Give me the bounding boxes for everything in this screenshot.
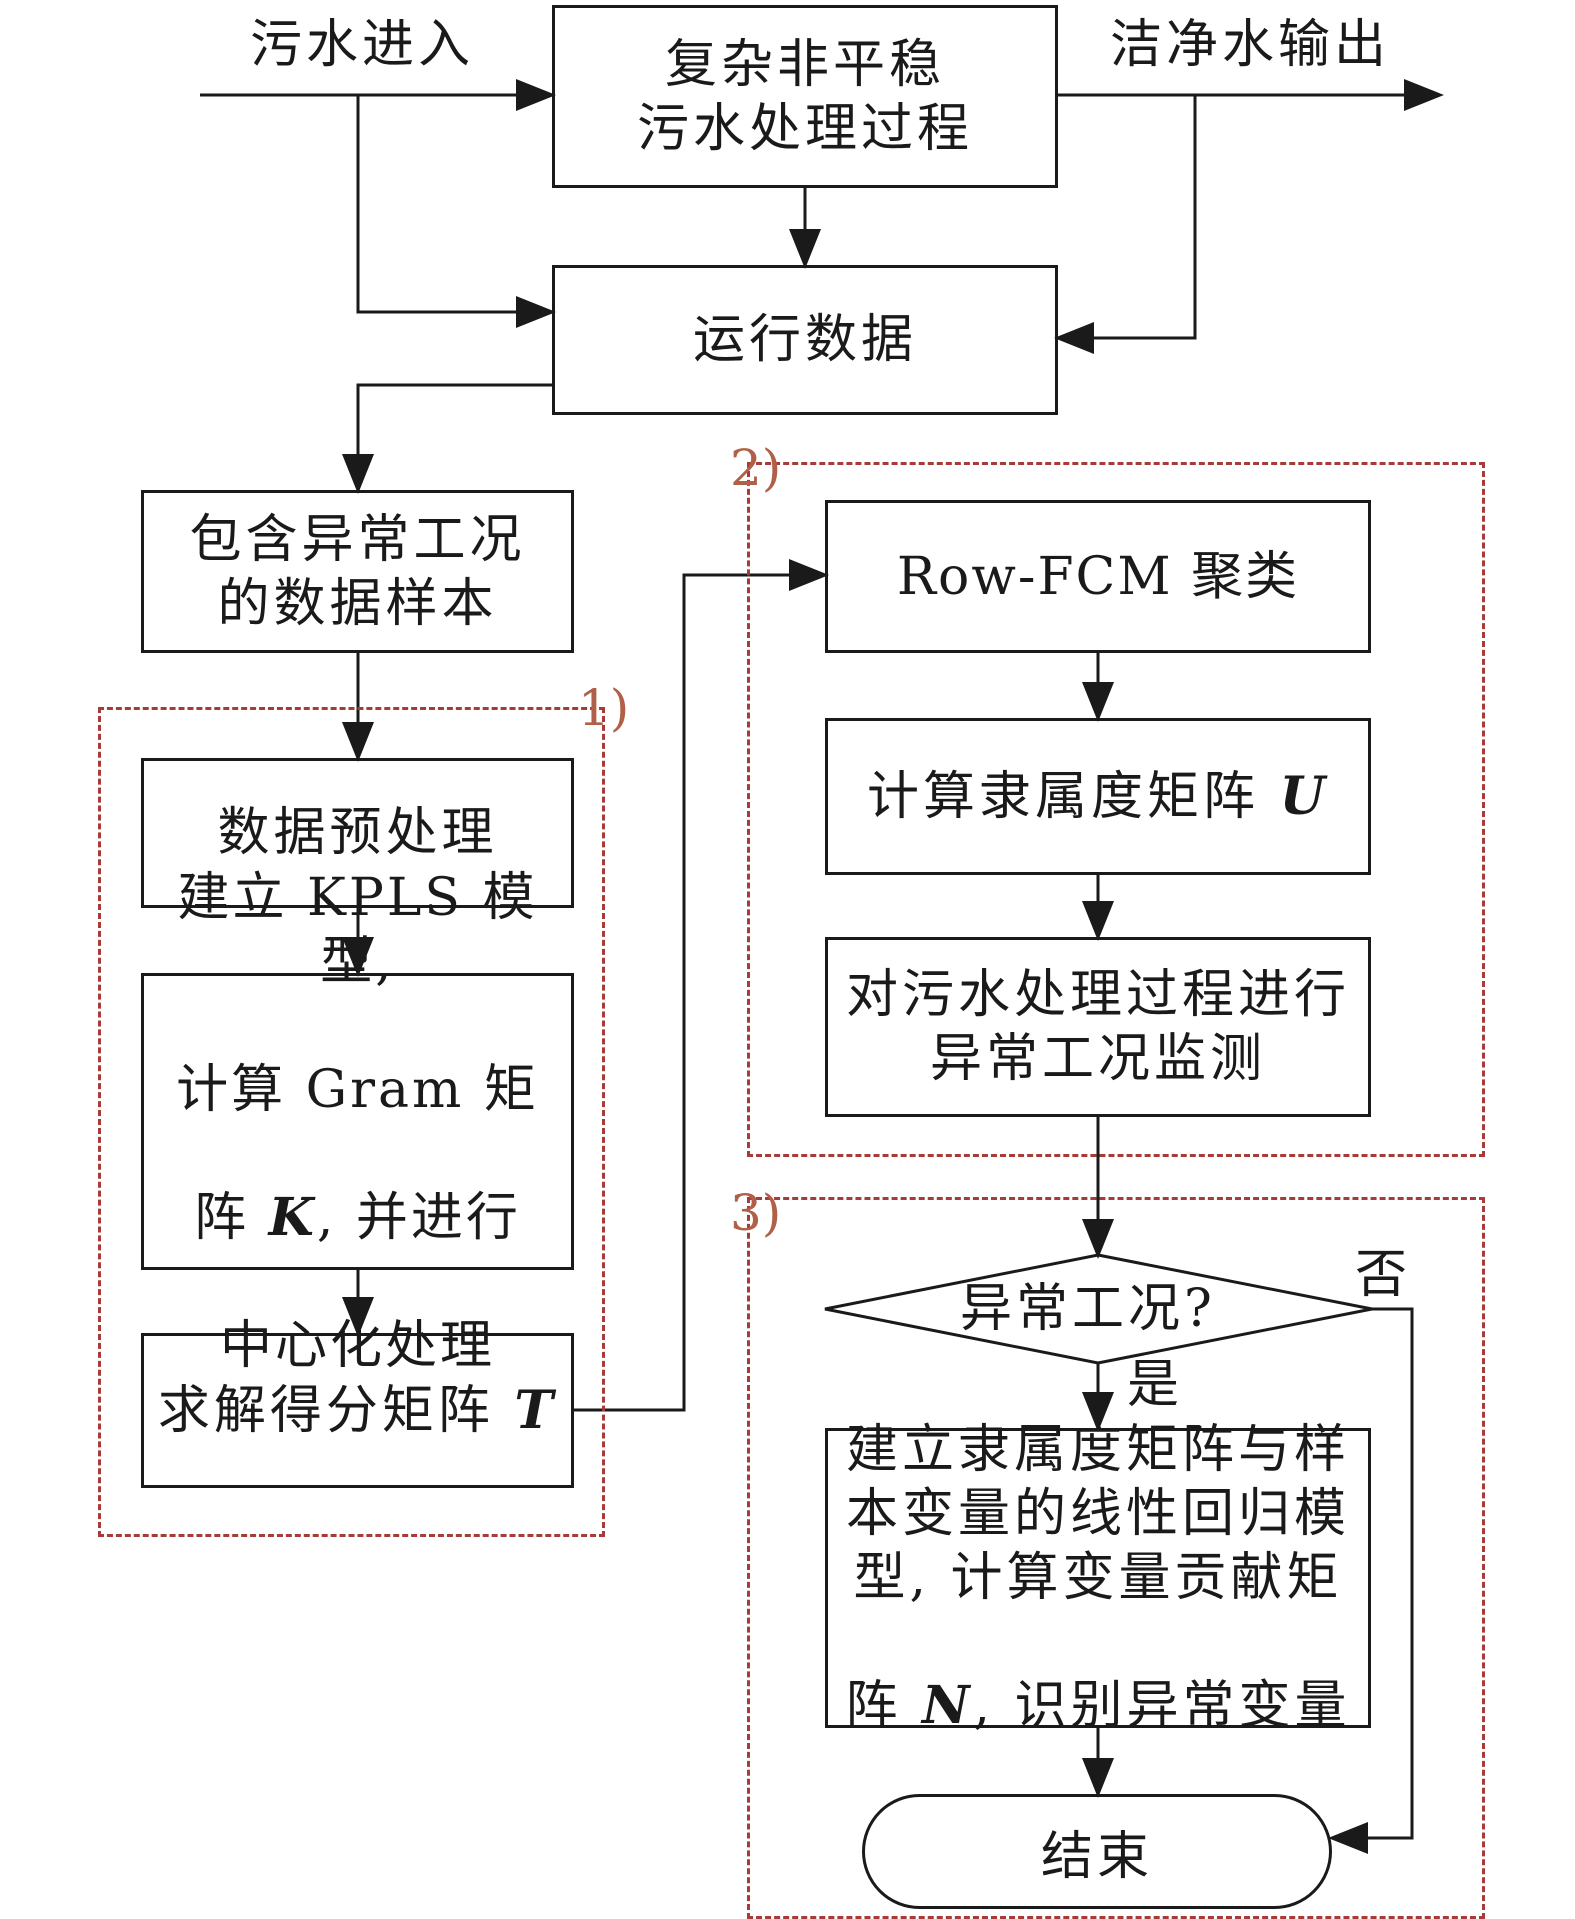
- decision-diamond: [824, 1253, 1373, 1365]
- rowfcm-text: Row-FCM 聚类: [896, 546, 1300, 607]
- monitor-text: 对污水处理过程进行 异常工况监测: [845, 965, 1350, 1089]
- samples-text: 包含异常工况 的数据样本: [189, 509, 526, 634]
- run-data-box: 运行数据: [552, 265, 1058, 415]
- process-text: 复杂非平稳 污水处理过程: [636, 34, 973, 159]
- rowfcm-box: Row-FCM 聚类: [825, 500, 1371, 653]
- regression-last-line: 阵 N, 识别异常变量: [845, 1674, 1350, 1738]
- clean-out-label: 洁净水输出: [1110, 15, 1391, 75]
- matrix-t: T: [514, 1379, 558, 1441]
- arrow-data-to-samples: [342, 383, 552, 494]
- membership-box: 计算隶属度矩阵 U: [825, 718, 1371, 875]
- kpls-box: 建立 KPLS 模型, 计算 Gram 矩 阵 K, 并进行 中心化处理: [141, 868, 574, 1376]
- sewage-in-label: 污水进入: [250, 15, 475, 75]
- preprocess-box: 数据预处理: [141, 758, 574, 908]
- region-3-label: 3): [730, 1184, 782, 1242]
- matrix-n: N: [921, 1675, 974, 1736]
- score-text: 求解得分矩阵 T: [158, 1379, 557, 1443]
- end-text: 结束: [1040, 1827, 1153, 1887]
- matrix-u: U: [1279, 765, 1329, 827]
- run-data-text: 运行数据: [692, 310, 917, 370]
- process-box: 复杂非平稳 污水处理过程: [552, 5, 1058, 188]
- end-terminal: 结束: [862, 1794, 1332, 1909]
- no-label: 否: [1355, 1245, 1412, 1305]
- yes-label: 是: [1127, 1355, 1184, 1415]
- regression-last-suffix: , 识别异常变量: [973, 1676, 1351, 1736]
- membership-text-main: 计算隶属度矩阵: [867, 766, 1280, 827]
- regression-lines: 建立隶属度矩阵与样 本变量的线性回归模 型, 计算变量贡献矩: [845, 1420, 1350, 1608]
- arrow-outflow-to-data: [1054, 95, 1197, 354]
- matrix-k: K: [268, 1186, 317, 1248]
- samples-box: 包含异常工况 的数据样本: [141, 490, 574, 653]
- membership-text: 计算隶属度矩阵 U: [867, 765, 1329, 829]
- region-1-label: 1): [578, 679, 630, 737]
- kpls-line-1: 建立 KPLS 模型,: [177, 867, 538, 992]
- region-1-box: [98, 707, 605, 1537]
- arrow-score-to-rowfcm: [573, 559, 829, 1412]
- arrow-no-to-end: [1328, 1307, 1414, 1854]
- kpls-text: 建立 KPLS 模型, 计算 Gram 矩 阵 K, 并进行 中心化处理: [144, 802, 571, 1442]
- kpls-line-3-prefix: 阵: [194, 1187, 269, 1248]
- region-2-label: 2): [730, 439, 782, 497]
- score-text-main: 求解得分矩阵: [157, 1380, 515, 1441]
- kpls-line-4: 中心化处理: [219, 1315, 495, 1376]
- score-box: 求解得分矩阵 T: [141, 1333, 574, 1488]
- region-3-box: [747, 1197, 1485, 1919]
- kpls-line-2: 计算 Gram 矩: [176, 1059, 539, 1120]
- kpls-line-3-suffix: , 并进行: [316, 1187, 521, 1248]
- decision-text: 异常工况?: [960, 1279, 1216, 1339]
- monitor-box: 对污水处理过程进行 异常工况监测: [825, 937, 1371, 1117]
- arrow-inflow-to-data: [356, 95, 556, 328]
- regression-text: 建立隶属度矩阵与样 本变量的线性回归模 型, 计算变量贡献矩 阵 N, 识别异常…: [845, 1354, 1350, 1802]
- preprocess-text: 数据预处理: [217, 803, 498, 863]
- regression-box: 建立隶属度矩阵与样 本变量的线性回归模 型, 计算变量贡献矩 阵 N, 识别异常…: [825, 1420, 1371, 1736]
- regression-last-prefix: 阵: [845, 1676, 922, 1736]
- kpls-line-3: 阵 K, 并进行: [144, 1186, 571, 1250]
- region-2-box: [747, 462, 1485, 1157]
